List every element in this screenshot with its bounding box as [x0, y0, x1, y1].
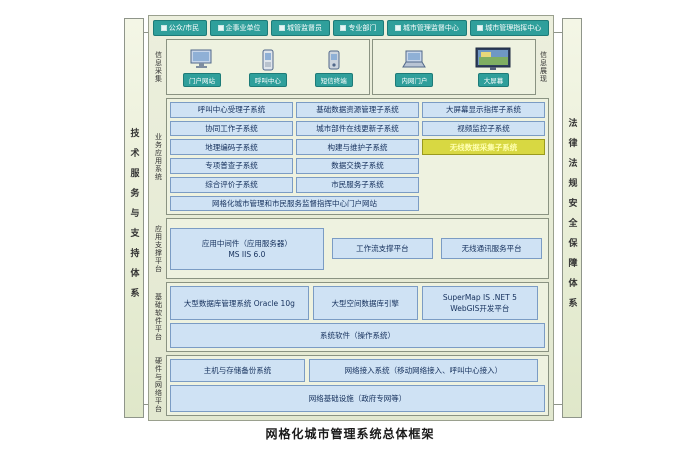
- section-label-hardware: 硬件与网络平台: [154, 357, 163, 414]
- subsystem-box: 基础数据资源管理子系统: [296, 102, 419, 118]
- hardware-rows: 主机与存储备份系统 网络接入系统（移动网络接入、呼叫中心接入） 网络基础设施（政…: [170, 358, 545, 413]
- connector-line: [144, 404, 149, 405]
- diagram-caption: 网格化城市管理系统总体框架: [265, 427, 435, 441]
- connector-line: [144, 32, 149, 33]
- device-label: 呼叫中心: [248, 73, 287, 87]
- tab-public-citizen: 公众/市民: [153, 20, 207, 36]
- oracle-db-box: 大型数据库管理系统 Oracle 10g: [170, 286, 309, 320]
- tab-bullet-icon: [477, 25, 484, 31]
- device-portal-website: 门户网站: [182, 47, 221, 87]
- subsystem-box: 市民服务子系统: [296, 176, 419, 193]
- base-software-rows: 大型数据库管理系统 Oracle 10g 大型空间数据库引擎 SuperMap …: [170, 286, 545, 348]
- device-intranet-portal: 内网门户: [395, 47, 434, 87]
- app-support-row: 应用中间件（应用服务器） MS IIS 6.0 工作流支撑平台 无线通讯服务平台: [170, 222, 545, 275]
- portal-website-box: 网格化城市管理和市民服务监督指挥中心门户网站: [170, 195, 419, 212]
- section-label-base-software: 基础软件平台: [154, 293, 163, 342]
- info-collect-box: 门户网站 呼叫中心: [166, 39, 370, 95]
- right-pillar-label: 法律法规安全保障体系: [566, 118, 577, 318]
- section-label-app-support: 应用支撑平台: [154, 224, 163, 273]
- tab-label: 专业部门: [348, 24, 377, 32]
- subsystem-box: 综合评价子系统: [170, 176, 293, 193]
- desktop-icon: [188, 47, 216, 71]
- middleware-box: 应用中间件（应用服务器） MS IIS 6.0: [170, 228, 324, 270]
- supermap-box: SuperMap IS .NET 5 WebGIS开发平台: [421, 286, 538, 320]
- tab-label: 城市管理指挥中心: [485, 24, 542, 32]
- network-access-box: 网络接入系统（移动网络接入、呼叫中心接入）: [309, 358, 538, 382]
- tab-label: 公众/市民: [168, 24, 200, 32]
- network-infrastructure-box: 网络基础设施（政府专网等）: [170, 384, 545, 413]
- subsystem-box: 地理编码子系统: [170, 139, 293, 156]
- info-collect-label: 信息采集: [154, 51, 163, 83]
- tab-command-center: 城市管理指挥中心: [469, 20, 549, 36]
- tab-bullet-icon: [217, 25, 224, 31]
- framework-main-panel: 公众/市民 企事业单位 城管监督员 专业部门 城市管理监督中心 城市管理指挥中心…: [148, 15, 554, 421]
- subsystem-box: 城市部件在线更新子系统: [296, 120, 419, 137]
- subsystem-box: 视频监控子系统: [422, 120, 545, 137]
- supermap-line1: SuperMap IS .NET 5: [442, 292, 517, 302]
- tab-supervision-center: 城市管理监督中心: [387, 20, 467, 36]
- device-label: 大屏幕: [477, 73, 510, 87]
- section-hardware-network: 硬件与网络平台 主机与存储备份系统 网络接入系统（移动网络接入、呼叫中心接入） …: [153, 354, 549, 416]
- subsystem-box: 数据交换子系统: [296, 158, 419, 174]
- tab-label: 城管监督员: [286, 24, 322, 32]
- workflow-platform-box: 工作流支撑平台: [331, 238, 433, 260]
- info-display-box: 内网门户 大屏幕: [371, 39, 536, 95]
- subsystem-box-highlighted-wireless: 无线数据采集子系统: [422, 139, 545, 156]
- base-software-content: 大型数据库管理系统 Oracle 10g 大型空间数据库引擎 SuperMap …: [166, 282, 549, 352]
- section-label-business: 业务应用系统: [154, 132, 163, 181]
- tab-enterprise: 企事业单位: [209, 20, 269, 36]
- info-channels-row: 信息采集 门户网站: [153, 39, 549, 95]
- host-storage-box: 主机与存储备份系统: [170, 358, 305, 382]
- tab-bullet-icon: [340, 25, 347, 31]
- supermap-line2: WebGIS开发平台: [450, 304, 510, 314]
- device-label: 内网门户: [395, 73, 434, 87]
- tab-label: 城市管理监督中心: [402, 24, 459, 32]
- section-business-apps: 业务应用系统 呼叫中心受理子系统 基础数据资源管理子系统 大屏幕显示指挥子系统 …: [153, 98, 549, 216]
- left-pillar-label: 技术服务与支持体系: [128, 128, 139, 308]
- subsystem-box: 协同工作子系统: [170, 120, 293, 137]
- spatial-engine-box: 大型空间数据库引擎: [312, 286, 418, 320]
- device-label: 短信终端: [314, 73, 353, 87]
- section-app-support: 应用支撑平台 应用中间件（应用服务器） MS IIS 6.0 工作流支撑平台 无…: [153, 218, 549, 280]
- os-box: 系统软件（操作系统）: [170, 322, 545, 348]
- hardware-top-row: 主机与存储备份系统 网络接入系统（移动网络接入、呼叫中心接入）: [170, 358, 545, 382]
- device-sms-terminal: 短信终端: [314, 47, 353, 87]
- right-pillar-law-security: 法律法规安全保障体系: [562, 18, 582, 418]
- section-base-software: 基础软件平台 大型数据库管理系统 Oracle 10g 大型空间数据库引擎 Su…: [153, 282, 549, 352]
- device-label: 门户网站: [182, 73, 221, 87]
- tab-label: 企事业单位: [225, 24, 261, 32]
- connector-line: [553, 404, 562, 405]
- tab-professional-dept: 专业部门: [332, 20, 385, 36]
- connector-line: [553, 32, 562, 33]
- user-role-tabs: 公众/市民 企事业单位 城管监督员 专业部门 城市管理监督中心 城市管理指挥中心: [153, 20, 549, 36]
- device-call-center: 呼叫中心: [248, 47, 287, 87]
- phone-icon: [261, 47, 275, 71]
- tab-bullet-icon: [394, 25, 401, 31]
- device-big-screen: 大屏幕: [474, 47, 512, 87]
- subsystem-box: 专项普查子系统: [170, 158, 293, 174]
- tab-bullet-icon: [160, 25, 167, 31]
- middleware-line1: 应用中间件（应用服务器）: [201, 238, 292, 248]
- tab-bullet-icon: [278, 25, 285, 31]
- app-support-content: 应用中间件（应用服务器） MS IIS 6.0 工作流支撑平台 无线通讯服务平台: [166, 218, 549, 280]
- subsystem-box: 大屏幕显示指挥子系统: [422, 102, 545, 118]
- hardware-content: 主机与存储备份系统 网络接入系统（移动网络接入、呼叫中心接入） 网络基础设施（政…: [166, 354, 549, 416]
- mobile-icon: [328, 47, 340, 71]
- base-software-top-row: 大型数据库管理系统 Oracle 10g 大型空间数据库引擎 SuperMap …: [170, 286, 545, 320]
- subsystem-box: 呼叫中心受理子系统: [170, 102, 293, 118]
- business-apps-grid: 呼叫中心受理子系统 基础数据资源管理子系统 大屏幕显示指挥子系统 协同工作子系统…: [170, 102, 545, 212]
- left-pillar-tech-support: 技术服务与支持体系: [124, 18, 144, 418]
- wireless-comm-box: 无线通讯服务平台: [441, 238, 543, 260]
- bigscreen-icon: [474, 47, 512, 71]
- laptop-icon: [399, 47, 429, 71]
- business-apps-content: 呼叫中心受理子系统 基础数据资源管理子系统 大屏幕显示指挥子系统 协同工作子系统…: [166, 98, 549, 216]
- middleware-line2: MS IIS 6.0: [228, 249, 266, 259]
- tab-supervisor: 城管监督员: [271, 20, 330, 36]
- info-display-label: 信息展现: [539, 51, 548, 83]
- subsystem-box: 构建与维护子系统: [296, 139, 419, 156]
